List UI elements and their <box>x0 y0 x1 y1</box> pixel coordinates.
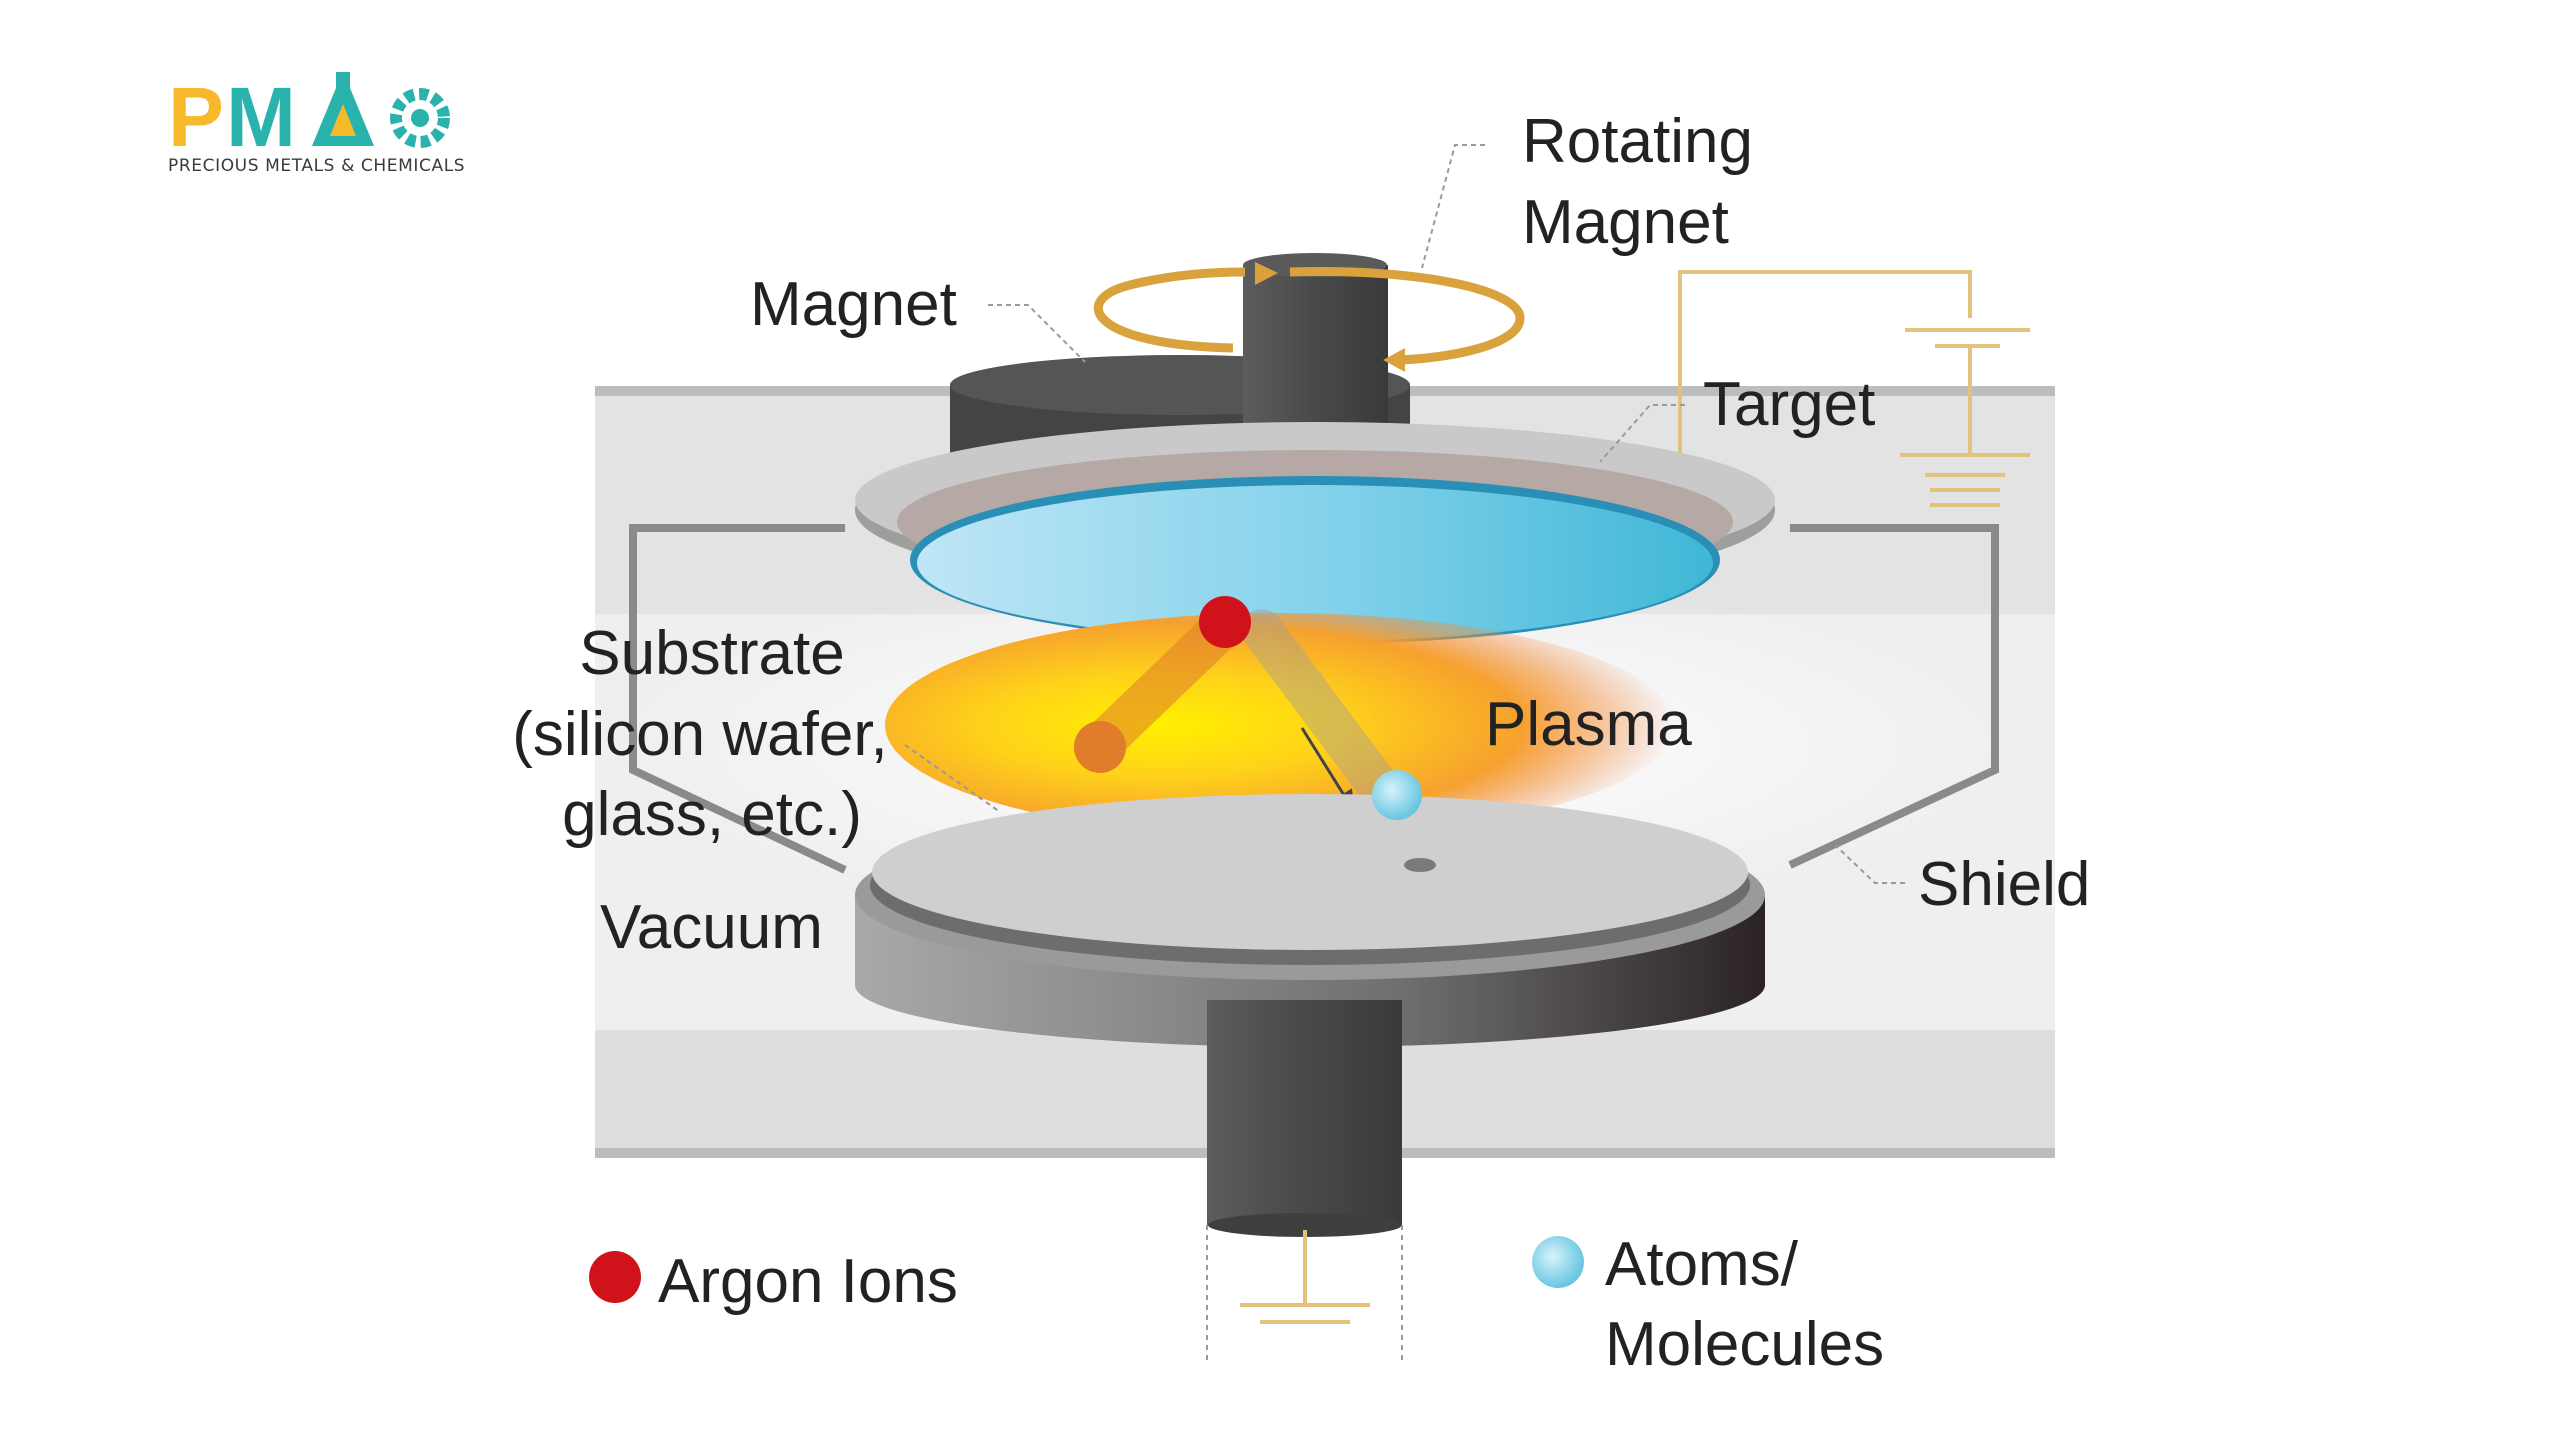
label-target: Target <box>1703 370 1875 439</box>
ground-post <box>1206 1000 1403 1360</box>
label-substrate-line3: glass, etc.) <box>562 780 862 849</box>
pmac-logo-mark: P M <box>168 70 450 164</box>
label-rotating-magnet-line2: Magnet <box>1522 188 1729 257</box>
argon-ion-particle <box>1074 721 1126 773</box>
legend-argon-swatch <box>589 1251 641 1303</box>
brand-tagline: PRECIOUS METALS & CHEMICALS <box>168 156 466 176</box>
argon-ion-particle <box>1199 596 1251 648</box>
label-substrate-line2: (silicon wafer, <box>512 700 888 769</box>
svg-text:M: M <box>226 70 296 156</box>
label-substrate-line1: Substrate <box>579 619 844 688</box>
svg-text:P: P <box>168 70 224 156</box>
label-magnet: Magnet <box>750 270 957 339</box>
rotation-arrow <box>1093 262 1525 372</box>
legend: Argon Ions Atoms/ Molecules <box>589 1230 1884 1379</box>
label-vacuum: Vacuum <box>600 893 823 962</box>
legend-atoms-swatch <box>1532 1236 1584 1288</box>
pmac-logo: P M PRECIOUS METALS & CHEMICALS <box>168 64 468 184</box>
legend-atoms-line1: Atoms/ <box>1605 1230 1799 1299</box>
label-shield: Shield <box>1918 850 2090 919</box>
plasma <box>885 613 1675 837</box>
legend-atoms-line2: Molecules <box>1605 1310 1884 1379</box>
label-plasma: Plasma <box>1485 690 1692 759</box>
substrate-holder <box>855 794 1765 1047</box>
label-rotating-magnet-line1: Rotating <box>1522 107 1753 176</box>
target <box>855 422 1775 644</box>
power-supply <box>1678 270 2030 507</box>
legend-argon-label: Argon Ions <box>658 1247 958 1316</box>
shield <box>629 524 1999 874</box>
leader-lines <box>904 144 1905 884</box>
atom-particle <box>1372 770 1422 820</box>
